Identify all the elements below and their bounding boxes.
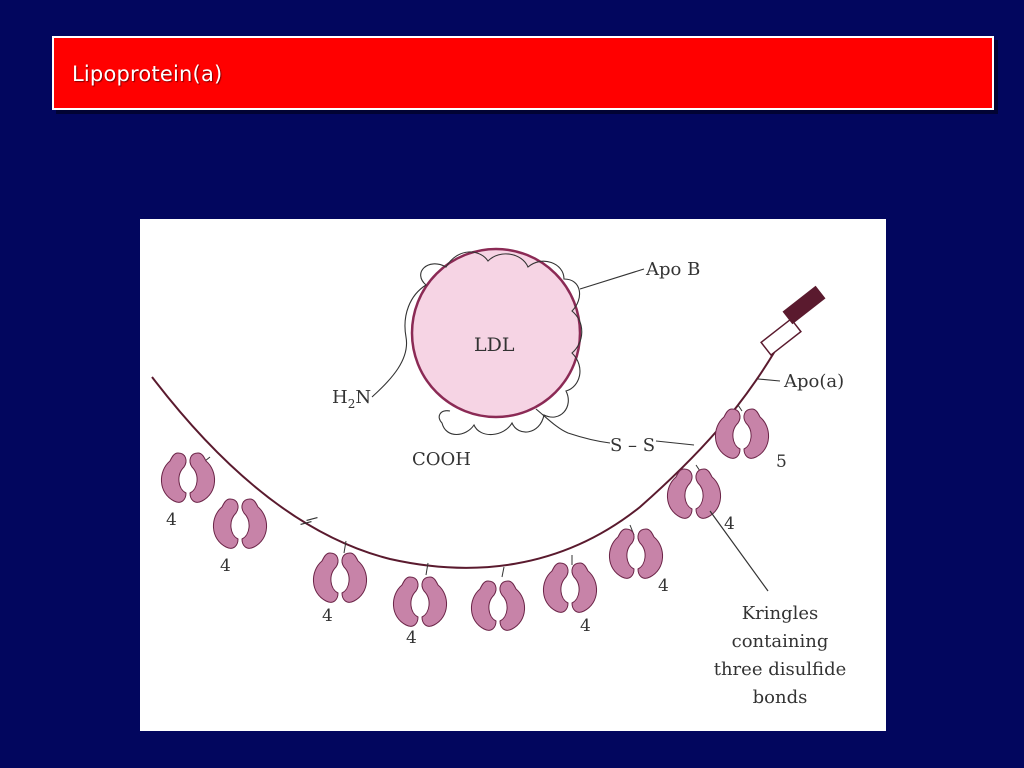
kringle-number: 4: [724, 514, 735, 534]
kringle-note-line-3: three disulfide: [714, 659, 847, 680]
ldl-label: LDL: [474, 334, 515, 356]
kringle-3: [312, 540, 368, 603]
kringle-9: [714, 404, 770, 459]
cooh-label: COOH: [412, 449, 471, 470]
kringle-4: [392, 562, 448, 627]
kringle-7: [608, 524, 664, 579]
diagram-panel: 4 4 4 4 4 4 4 5 LDL Apo B H2N: [140, 219, 886, 731]
kringle-number: 4: [658, 576, 669, 596]
disulfide-label: S – S: [610, 435, 655, 456]
slide-title: Lipoprotein(a): [72, 62, 223, 86]
kringle-note-line-4: bonds: [753, 687, 808, 708]
kringle-8: [666, 464, 722, 519]
ldl-particle: [410, 247, 582, 419]
chain-break-mark: [300, 516, 318, 526]
kringle-number: 4: [406, 628, 417, 648]
apo-b-label: Apo B: [645, 259, 700, 280]
kringle-2: [212, 498, 268, 549]
lipoprotein-a-diagram: 4 4 4 4 4 4 4 5 LDL Apo B H2N: [151, 247, 847, 708]
kringle-note-line-1: Kringles: [742, 603, 819, 624]
apo-b-strand: [371, 251, 583, 436]
kringle-1: [160, 452, 216, 503]
kringle-6: [542, 555, 598, 613]
protease-domain: [760, 285, 826, 357]
kringle-5: [470, 566, 526, 631]
kringle-number: 4: [322, 606, 333, 626]
kringle-number: 5: [776, 452, 787, 472]
kringle-number: 4: [166, 510, 177, 530]
apo-a-chain: [151, 350, 776, 569]
apo-a-label: Apo(a): [783, 371, 844, 392]
kringle-number: 4: [220, 556, 231, 576]
kringle-number: 4: [580, 616, 591, 636]
title-bar: Lipoprotein(a): [52, 36, 994, 110]
h2n-label: H2N: [332, 387, 371, 411]
kringle-note-line-2: containing: [732, 631, 829, 652]
